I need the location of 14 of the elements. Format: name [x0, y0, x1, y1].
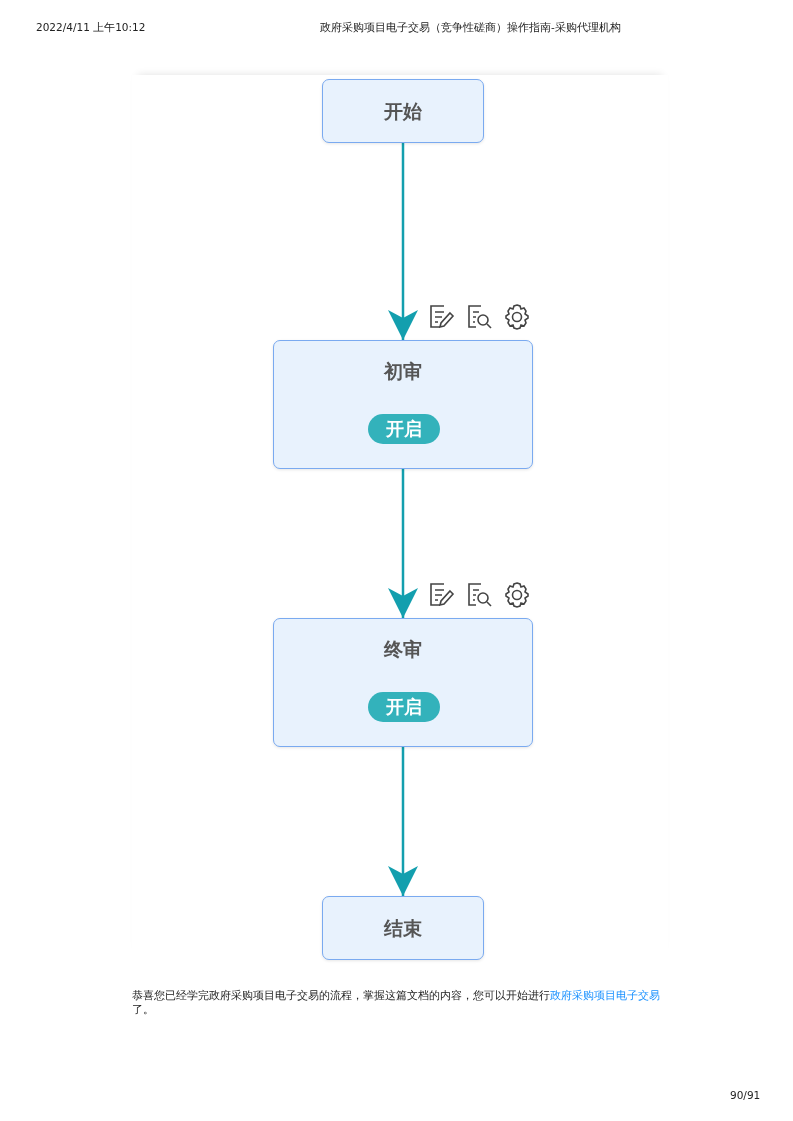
terminal-box: 结束	[322, 896, 484, 960]
arrow	[388, 747, 418, 896]
arrow	[388, 469, 418, 618]
page-number: 90/91	[730, 1089, 761, 1101]
status-badge: 开启	[368, 692, 440, 722]
paragraph: 恭喜您已经学完政府采购项目电子交易的流程，掌握这篇文档的内容，您可以开始进行政府采购项目电子交易 了。	[132, 988, 661, 1016]
terminal-box: 开始	[322, 79, 484, 143]
process-box: 终审 开启	[273, 618, 533, 747]
arrow	[388, 143, 418, 340]
link: 政府采购项目电子交易	[550, 989, 660, 1001]
process-box: 初审 开启	[273, 340, 533, 469]
page-title: 政府采购项目电子交易（竞争性磋商）操作指南-采购代理机构	[320, 21, 621, 35]
date-time: 2022/4/11 上午10:12	[36, 21, 146, 35]
status-badge: 开启	[368, 414, 440, 444]
